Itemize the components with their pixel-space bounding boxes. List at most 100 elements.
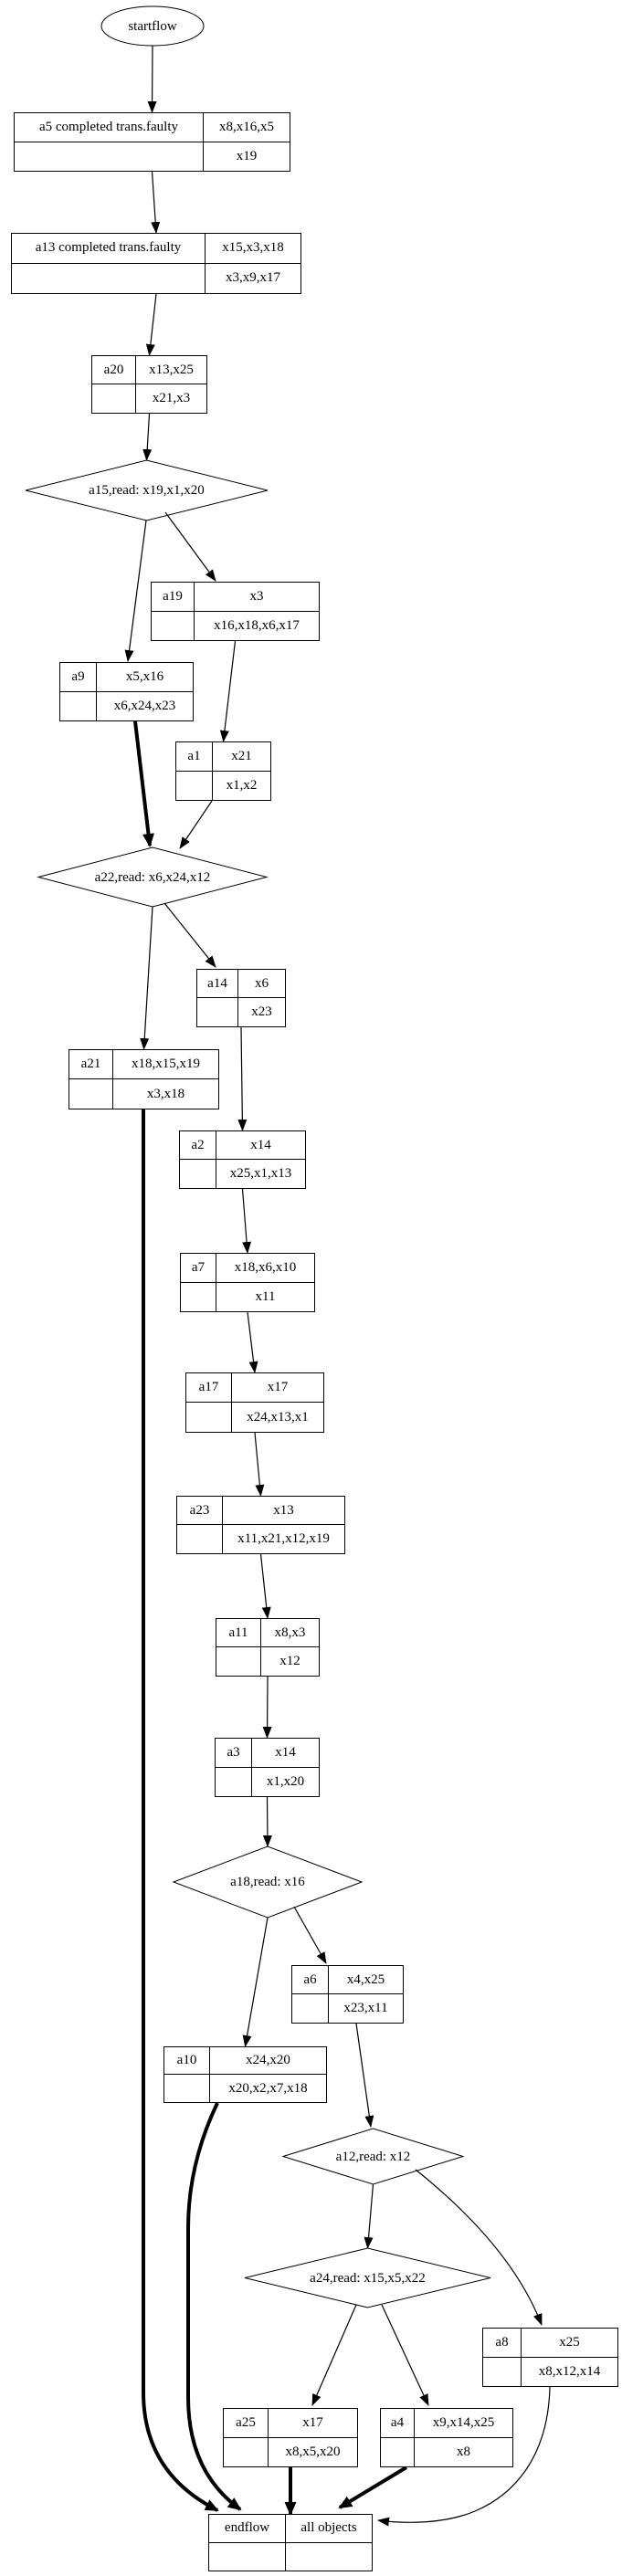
edge-a15-a9 — [124, 520, 147, 662]
node-a14-top: x6 — [238, 970, 285, 998]
node-a5-top: x8,x16,x5 — [204, 113, 290, 142]
diamond-a24 — [244, 2247, 491, 2308]
node-a18-label: a18,read: x16 — [230, 1875, 305, 1889]
node-a11-top: x8,x3 — [261, 1619, 319, 1647]
node-a21-top: x18,x15,x19 — [113, 1050, 218, 1079]
node-a21-empty — [69, 1079, 113, 1109]
node-a2-top: x14 — [216, 1131, 305, 1160]
node-a6-name: a6 — [292, 1966, 329, 1994]
node-a17-name: a17 — [186, 1373, 232, 1403]
node-a19-name: a19 — [152, 583, 195, 612]
node-a3-bottom: x1,x20 — [266, 1773, 305, 1789]
node-a13-bottom: x3,x9,x17 — [226, 270, 280, 286]
edge-a22-a21 — [140, 906, 153, 1050]
node-a4-name: a4 — [381, 2409, 415, 2438]
node-a17-top: x17 — [232, 1373, 323, 1403]
node-a7-empty — [181, 1282, 216, 1311]
node-a24-label: a24,read: x15,x5,x22 — [310, 2270, 426, 2286]
node-a21-name: a21 — [69, 1050, 113, 1079]
diamond-a12 — [281, 2128, 465, 2185]
node-a4-bottom: x8 — [457, 2444, 470, 2459]
edge-a12-a8 — [415, 2169, 543, 2326]
node-a4-top: x9,x14,x25 — [415, 2409, 512, 2438]
node-a8-bottom: x8,x12,x14 — [538, 2363, 601, 2379]
node-a9-top: x5,x16 — [97, 663, 193, 692]
node-a19-top: x3 — [195, 583, 319, 612]
node-a21-bottom: x3,x18 — [146, 1086, 185, 1101]
node-a10-name: a10 — [164, 2047, 210, 2075]
node-a6-bottom: x23,x11 — [343, 2001, 388, 2015]
edge-a10-endflow — [186, 2102, 242, 2511]
edge-a20-a15 — [142, 413, 153, 461]
node-a6-top: x4,x25 — [329, 1966, 403, 1994]
node-shapes — [25, 5, 491, 2308]
edge-a1-a22 — [179, 800, 213, 849]
node-a8-empty — [483, 2357, 522, 2386]
edge-a17-a23 — [254, 1432, 265, 1497]
node-a19-empty — [152, 611, 195, 640]
node-a5-name: a5 completed trans.faulty — [15, 113, 204, 142]
edge-a24-a25 — [311, 2304, 357, 2406]
node-a19-bottom: x16,x18,x6,x17 — [214, 617, 300, 633]
node-a7-name: a7 — [181, 1254, 216, 1283]
edge-a5-a13 — [151, 171, 161, 234]
node-a23-top: x13 — [223, 1497, 344, 1525]
edge-a21-endflow — [142, 1109, 219, 2512]
node-a6-empty — [292, 1994, 329, 2023]
node-a7-bottom: x11 — [255, 1288, 276, 1304]
edge-paths — [124, 45, 551, 2527]
node-a10-empty — [164, 2075, 210, 2102]
node-a25-name: a25 — [224, 2409, 269, 2438]
node-a8-name: a8 — [483, 2329, 522, 2358]
edge-a4-endflow — [338, 2466, 408, 2509]
node-a25-empty — [224, 2437, 269, 2466]
edge-a18-a10 — [242, 1917, 269, 2047]
edge-a14-a2 — [237, 1026, 248, 1131]
diamond-a15 — [25, 459, 269, 521]
node-a12-label: a12,read: x12 — [335, 2149, 411, 2164]
node-a13-empty — [12, 263, 206, 293]
node-a2-name: a2 — [180, 1131, 216, 1160]
node-a20-top: x13,x25 — [136, 356, 206, 384]
edge-a15-a19 — [164, 511, 216, 582]
node-a20-bottom: x21,x3 — [152, 391, 191, 405]
node-a3-top: x14 — [252, 1739, 319, 1768]
node-endflow-bottom — [286, 2543, 372, 2571]
node-a11-bottom: x12 — [279, 1654, 300, 1668]
edge-a7-a17 — [247, 1311, 258, 1373]
edge-a2-a7 — [241, 1188, 252, 1254]
node-a23-empty — [177, 1525, 223, 1553]
node-a14-empty — [197, 998, 238, 1026]
node-a11-name: a11 — [216, 1619, 261, 1647]
edge-a18-a6 — [293, 1906, 327, 1964]
node-a14-bottom: x23 — [251, 1004, 272, 1019]
edge-a11-a3 — [262, 1676, 272, 1739]
node-a4-empty — [381, 2437, 415, 2466]
node-a25-top: x17 — [269, 2409, 357, 2438]
node-a7-top: x18,x6,x10 — [216, 1254, 314, 1283]
edge-a6-a12 — [355, 2023, 374, 2128]
edge-a13-a20 — [145, 293, 157, 356]
node-a2-bottom: x25,x1,x13 — [229, 1166, 292, 1181]
node-a1-bottom: x1,x2 — [226, 777, 258, 793]
node-a2-empty — [180, 1160, 216, 1188]
node-endflow-name: endflow — [209, 2515, 286, 2543]
node-a23-name: a23 — [177, 1497, 223, 1525]
node-a9-bottom: x6,x24,x23 — [113, 698, 176, 713]
edge-a12-a24 — [364, 2183, 374, 2249]
